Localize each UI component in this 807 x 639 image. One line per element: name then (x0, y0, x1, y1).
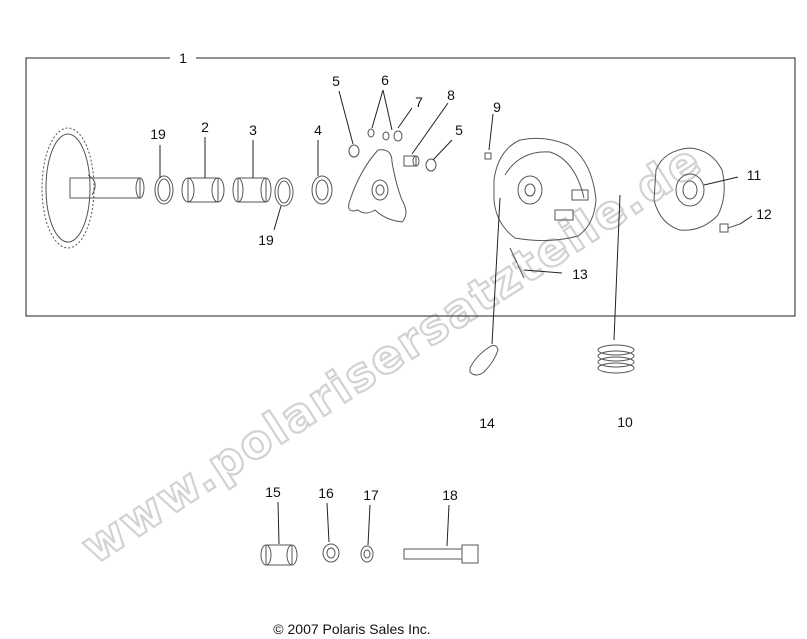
callout-12: 12 (756, 206, 772, 222)
bushing-part-3 (232, 177, 272, 203)
callout-6: 6 (381, 72, 389, 88)
pin-part-8 (403, 155, 420, 167)
callout-17: 17 (363, 487, 379, 503)
bushing-part-15 (260, 544, 298, 566)
button-part-5b (425, 158, 437, 172)
setscrew-part-9 (484, 152, 492, 160)
callout-10: 10 (617, 414, 633, 430)
ring-part-4 (311, 175, 333, 205)
callout-1: 1 (179, 50, 187, 66)
screw-part-12 (719, 223, 741, 233)
button-part-5a (348, 144, 360, 158)
callout-19a: 19 (150, 126, 166, 142)
spider-part (348, 149, 407, 223)
ring-part-19a (154, 175, 174, 205)
assembly-box (25, 57, 796, 317)
spring-part-10 (597, 344, 635, 374)
clutch-cover-part (493, 137, 597, 242)
copyright-notice: © 2007 Polaris Sales Inc. (273, 621, 430, 637)
callout-13: 13 (572, 266, 588, 282)
callout-2: 2 (201, 119, 209, 135)
callout-4: 4 (314, 122, 322, 138)
washer-part-6 (367, 128, 403, 142)
callout-16: 16 (318, 485, 334, 501)
weight-part-14 (469, 344, 499, 376)
callout-8: 8 (447, 87, 455, 103)
callout-11: 11 (747, 167, 762, 183)
moveable-sheave-part (41, 127, 145, 249)
callout-7: 7 (415, 94, 423, 110)
callout-3: 3 (249, 122, 257, 138)
ring-part-19b (274, 177, 294, 207)
callout-15: 15 (265, 484, 281, 500)
callout-18: 18 (442, 487, 458, 503)
callout-9: 9 (493, 99, 501, 115)
callout-5a: 5 (332, 73, 340, 89)
callout-14: 14 (479, 415, 495, 431)
callout-5b: 5 (455, 122, 463, 138)
spring-cap-part-11 (653, 147, 725, 231)
callout-19b: 19 (258, 232, 274, 248)
washer-part-16 (322, 543, 340, 563)
washer-part-17 (360, 545, 374, 563)
bushing-part-2 (181, 177, 225, 203)
bolt-part-18 (403, 544, 479, 564)
pin-part-13 (509, 247, 525, 279)
